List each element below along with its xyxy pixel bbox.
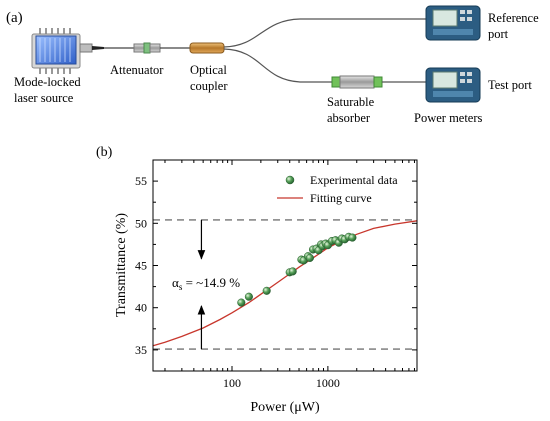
data-point (262, 286, 271, 295)
legend-label-fitting: Fitting curve (310, 191, 372, 205)
absorber-label-line2: absorber (327, 111, 371, 125)
coupler-label-line1: Optical (190, 63, 227, 77)
laser-source-icon (31, 28, 104, 74)
attenuator-label: Attenuator (110, 63, 164, 77)
panel-b-tag: (b) (96, 145, 113, 160)
legend: Experimental data Fitting curve (277, 173, 398, 205)
x-axis: 100 1000 (164, 160, 415, 390)
annotation-subscript: s (179, 282, 183, 292)
y-tick-label: 35 (135, 343, 147, 357)
setup-diagram: (a) Mode-locked laser source (6, 5, 539, 125)
power-meters-label: Power meters (414, 111, 483, 125)
plot-frame (152, 159, 418, 372)
absorber-label-line1: Saturable (327, 95, 375, 109)
data-point (244, 292, 253, 301)
laser-label-line1: Mode-locked (14, 75, 81, 89)
attenuator-icon (133, 42, 161, 54)
annotation-text: αs = ~14.9 % (172, 275, 240, 292)
plot-area (152, 219, 418, 350)
fiber-reference-arm (223, 18, 426, 48)
y-axis: 35 40 45 50 55 (135, 174, 417, 357)
fitting-curve (152, 220, 418, 347)
modulation-depth-annotation: αs = ~14.9 % (172, 219, 240, 350)
saturable-absorber-icon (331, 75, 383, 89)
laser-label-line2: laser source (14, 91, 74, 105)
x-axis-label: Power (μW) (250, 400, 320, 415)
power-meter-test-icon (425, 67, 481, 103)
y-axis-label: Transmittance (%) (114, 213, 129, 317)
legend-marker-experimental (285, 175, 295, 185)
chart: (b) 100 1000 35 40 45 50 55 Power (μW) Transm… (96, 145, 418, 415)
y-tick-label: 40 (135, 301, 147, 315)
coupler-label-line2: coupler (190, 79, 228, 93)
power-meter-reference-icon (425, 5, 481, 41)
reference-label-line2: port (488, 27, 509, 41)
data-point (305, 253, 314, 262)
data-point (348, 233, 357, 242)
fiber-test-arm (223, 48, 332, 83)
x-tick-label: 100 (223, 376, 241, 390)
test-port-label: Test port (488, 78, 532, 92)
data-point (237, 298, 246, 307)
panel-a-tag: (a) (6, 10, 23, 26)
annotation-alpha: α (172, 275, 179, 290)
legend-label-experimental: Experimental data (310, 173, 398, 187)
reference-label-line1: Reference (488, 11, 539, 25)
x-tick-label: 1000 (316, 376, 340, 390)
y-tick-label: 45 (135, 259, 147, 273)
y-tick-label: 55 (135, 174, 147, 188)
data-point (288, 267, 297, 276)
y-tick-label: 50 (135, 216, 147, 230)
coupler-icon (189, 42, 225, 54)
annotation-value: = ~14.9 % (182, 275, 240, 290)
